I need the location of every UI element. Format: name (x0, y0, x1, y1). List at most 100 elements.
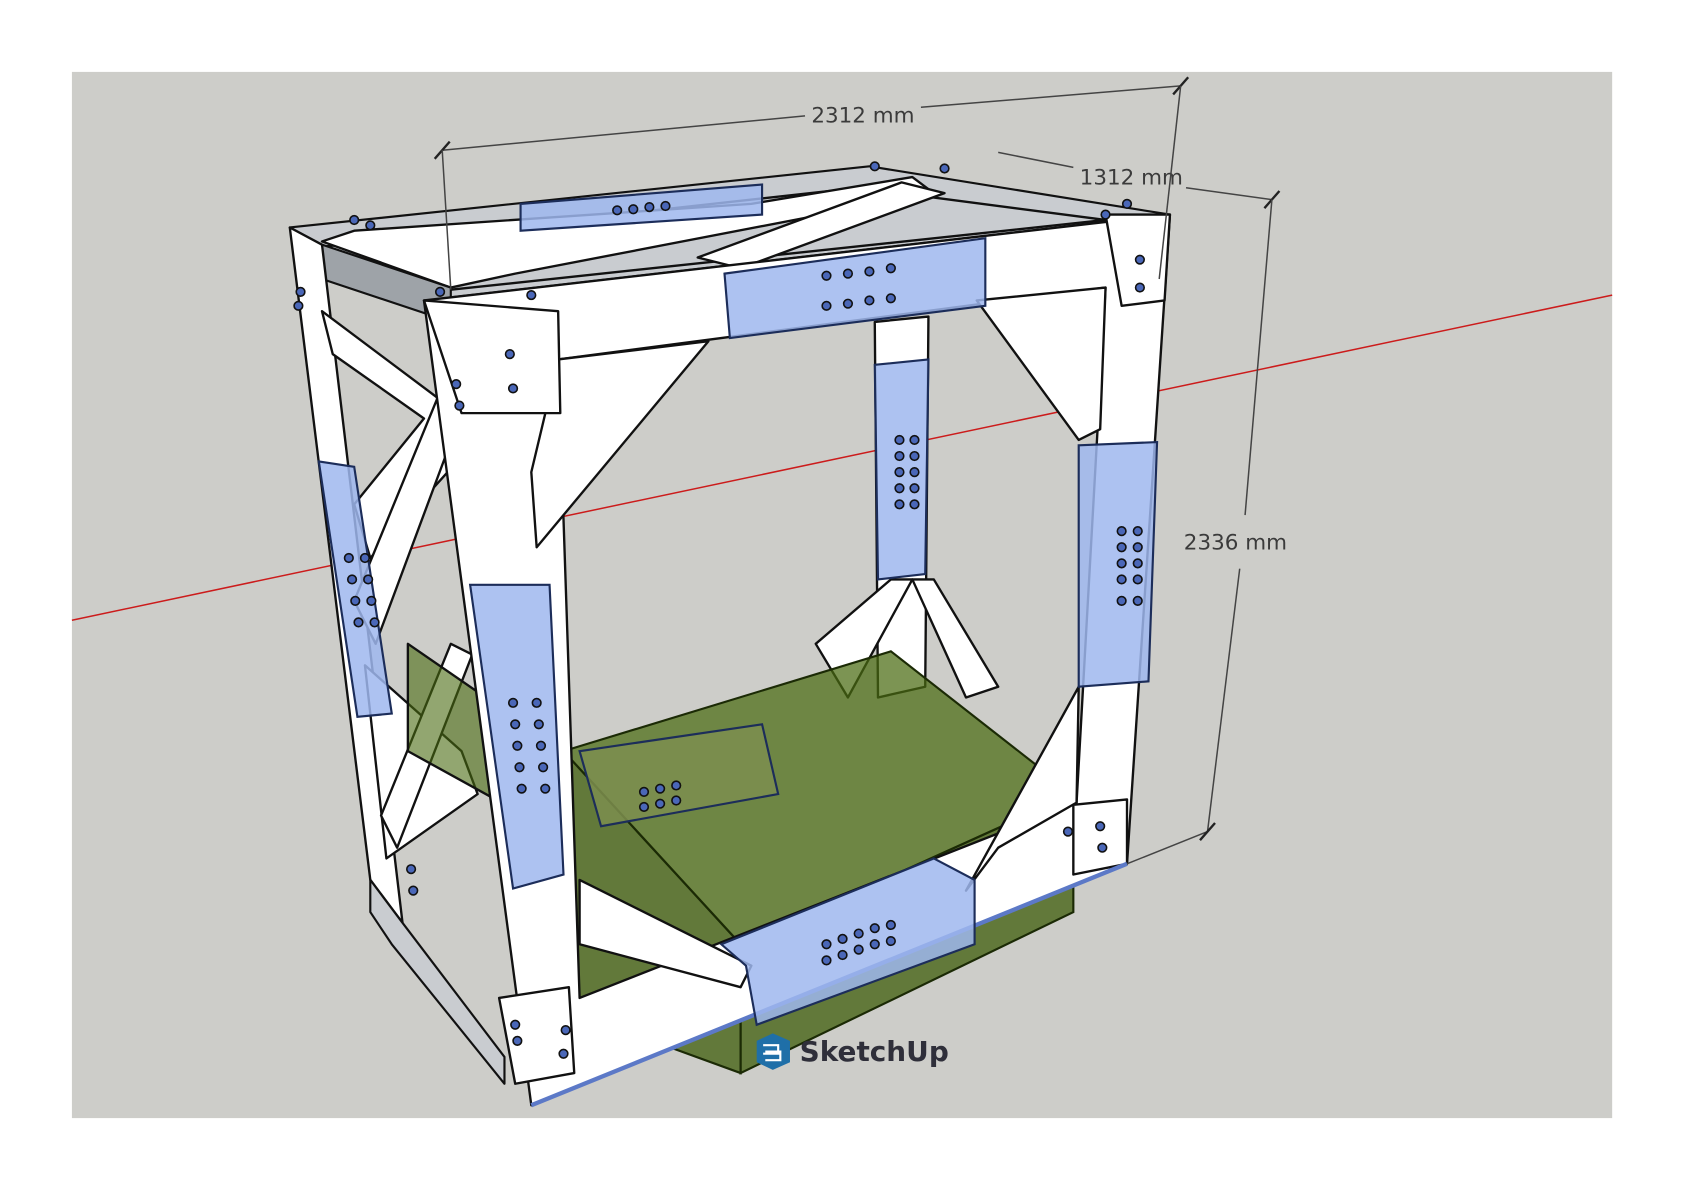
bolt (1100, 209, 1111, 220)
bolt (451, 379, 462, 390)
bolt (343, 552, 354, 564)
bolt (538, 762, 549, 773)
front-brace-bottom-right (964, 685, 1080, 892)
bolt (837, 933, 848, 945)
bolt (612, 205, 623, 216)
bolt (821, 300, 832, 311)
truss-frame (288, 161, 1172, 1108)
top-diagonal-brace (320, 175, 935, 289)
bolt (671, 780, 682, 791)
bolt (1132, 558, 1143, 569)
bolt (638, 786, 650, 797)
bolt (366, 595, 377, 606)
bolt (1132, 542, 1143, 553)
bolt (909, 434, 920, 446)
bolt (894, 483, 905, 494)
bolt (1121, 198, 1133, 209)
bolt (512, 740, 523, 751)
bolt (894, 450, 905, 462)
bolt (365, 220, 376, 231)
bolt (671, 795, 682, 806)
bolt (655, 783, 666, 794)
red-axis-line (71, 294, 1613, 621)
bolt (454, 400, 465, 411)
bolt (853, 944, 864, 955)
front-brace-top-right (975, 286, 1107, 442)
bolt (1097, 842, 1108, 853)
bolt (1132, 574, 1143, 585)
bolt (864, 266, 875, 277)
splice-plate-top-back (519, 183, 764, 232)
bolt (894, 434, 905, 446)
bolt (507, 697, 519, 708)
bolt (295, 286, 306, 297)
bolt (512, 1035, 523, 1046)
bolt (510, 1019, 521, 1030)
front-right-bottom-gusset (1072, 798, 1129, 876)
glass-inner-plate (578, 723, 780, 828)
bolt (885, 293, 896, 304)
bolt (869, 161, 880, 172)
bolt (1095, 821, 1106, 832)
bolt (504, 349, 515, 360)
bolt (353, 617, 364, 628)
bolt (909, 467, 920, 478)
bolt (526, 289, 537, 301)
bolt (869, 939, 880, 950)
length-label: 2312 mm (811, 103, 914, 128)
bolt (349, 214, 360, 226)
bolt (655, 798, 666, 809)
bolt (510, 719, 521, 730)
bolt (540, 783, 551, 794)
bolt (346, 574, 358, 585)
bolt (1062, 826, 1074, 837)
bolt (837, 949, 848, 961)
splice-plate-back-left-post (317, 460, 394, 718)
bolt (638, 801, 650, 813)
front-brace-bottom-left (578, 878, 753, 989)
bolt (1134, 254, 1145, 265)
dimension-length: 2312 mm (433, 76, 1190, 290)
dimension-height: 2336 mm (1126, 85, 1287, 865)
bolt (909, 483, 920, 494)
splice-plate-top-front (723, 236, 987, 340)
bolt-group (293, 161, 1145, 1059)
front-left-bottom-gusset (497, 986, 576, 1085)
sketchup-brand: SketchUp (756, 1033, 949, 1070)
bolt (1116, 558, 1127, 569)
bolt (821, 955, 832, 966)
bolt (558, 1048, 569, 1059)
bolt (363, 574, 374, 585)
sketchup-wordmark: SketchUp (800, 1035, 949, 1068)
bolt (909, 450, 920, 462)
bolt (821, 270, 832, 281)
bottom-left-side-beam (369, 878, 506, 1085)
bolt (864, 295, 875, 306)
bolt (1116, 526, 1127, 537)
splice-plate-bottom-front (719, 857, 976, 1027)
bolt (434, 286, 446, 297)
bolt (1134, 282, 1145, 293)
bolt (821, 939, 832, 950)
bolt (1116, 595, 1127, 606)
sketchup-logo-icon (756, 1033, 790, 1070)
bolt (909, 499, 920, 510)
bolt (1132, 595, 1143, 606)
depth-label: 1312 mm (1080, 166, 1183, 191)
bolt (350, 595, 361, 606)
bolt (533, 719, 544, 730)
bolt (359, 552, 371, 564)
bolt (293, 300, 304, 311)
bolt (516, 783, 527, 794)
bolt (853, 928, 864, 939)
bolt (1116, 574, 1127, 585)
bolt (405, 864, 417, 875)
bolt (1132, 526, 1143, 537)
bolt (560, 1025, 571, 1036)
bolt (408, 885, 419, 896)
bolt (644, 201, 655, 213)
bolt (514, 762, 525, 773)
bolt (885, 263, 896, 274)
bolt (885, 919, 896, 931)
